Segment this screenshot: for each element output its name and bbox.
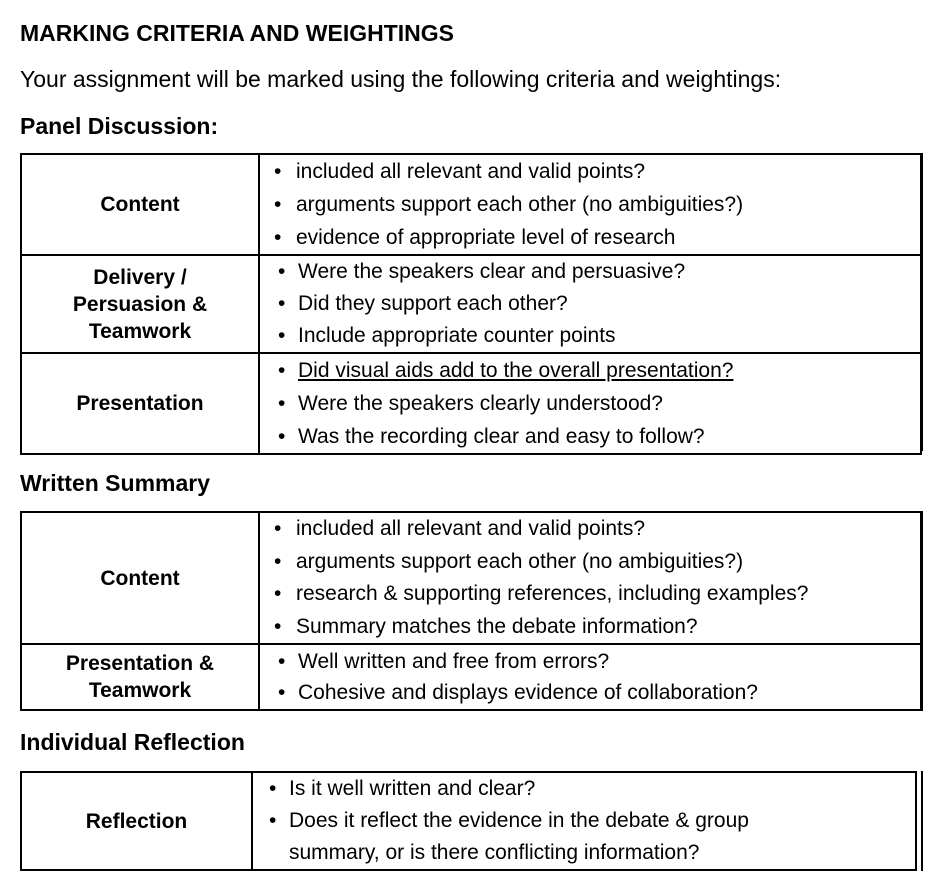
- criterion-label: Content: [20, 511, 260, 645]
- section-title-written-summary: Written Summary: [20, 470, 211, 496]
- table-row: Delivery / Persuasion & Teamwork •Were t…: [20, 254, 922, 354]
- list-item: •Cohesive and displays evidence of colla…: [278, 681, 758, 704]
- list-item: •Well written and free from errors?: [278, 650, 610, 673]
- individual-reflection-table: Reflection •Is it well written and clear…: [20, 771, 917, 871]
- list-item: •Does it reflect the evidence in the deb…: [269, 809, 749, 832]
- list-item: •Did they support each other?: [278, 292, 568, 315]
- list-item: •Include appropriate counter points: [278, 324, 616, 347]
- section-title-panel-discussion: Panel Discussion:: [20, 113, 219, 139]
- list-item: •arguments support each other (no ambigu…: [274, 193, 744, 216]
- list-item: summary, or is there conflicting informa…: [289, 841, 700, 864]
- border-stub: [921, 511, 923, 711]
- criterion-items: •Did visual aids add to the overall pres…: [258, 352, 922, 455]
- list-item: •Did visual aids add to the overall pres…: [278, 359, 734, 382]
- criterion-items: •Is it well written and clear? •Does it …: [251, 771, 917, 871]
- list-item: •Were the speakers clearly understood?: [278, 392, 663, 415]
- table-row: Presentation •Did visual aids add to the…: [20, 352, 922, 455]
- table-row: Content •included all relevant and valid…: [20, 153, 922, 256]
- list-item: •research & supporting references, inclu…: [274, 582, 809, 605]
- list-item: •Is it well written and clear?: [269, 777, 536, 800]
- list-item: •included all relevant and valid points?: [274, 517, 646, 540]
- list-item: •Was the recording clear and easy to fol…: [278, 425, 705, 448]
- criterion-items: •Well written and free from errors? •Coh…: [258, 643, 922, 711]
- page-heading: MARKING CRITERIA AND WEIGHTINGS: [20, 20, 455, 46]
- criterion-items: •included all relevant and valid points?…: [258, 511, 922, 645]
- border-stub: [921, 771, 923, 871]
- criterion-items: •included all relevant and valid points?…: [258, 153, 922, 256]
- list-item: •Summary matches the debate information?: [274, 614, 698, 638]
- table-row: Reflection •Is it well written and clear…: [20, 771, 917, 871]
- border-stub: [921, 153, 923, 451]
- list-item: •evidence of appropriate level of resear…: [274, 226, 676, 249]
- intro-text: Your assignment will be marked using the…: [20, 66, 782, 92]
- table-row: Presentation & Teamwork •Well written an…: [20, 643, 922, 711]
- panel-discussion-table: Content •included all relevant and valid…: [20, 153, 922, 455]
- table-row: Content •included all relevant and valid…: [20, 511, 922, 645]
- list-item: •arguments support each other (no ambigu…: [274, 549, 744, 573]
- criterion-label: Delivery / Persuasion & Teamwork: [20, 254, 260, 354]
- list-item: •Were the speakers clear and persuasive?: [278, 260, 686, 283]
- criterion-label: Reflection: [20, 771, 253, 871]
- section-title-individual-reflection: Individual Reflection: [20, 729, 245, 755]
- list-item: •included all relevant and valid points?: [274, 160, 646, 183]
- criterion-label: Presentation & Teamwork: [20, 643, 260, 711]
- criterion-label: Content: [20, 153, 260, 256]
- criterion-items: •Were the speakers clear and persuasive?…: [258, 254, 922, 354]
- written-summary-table: Content •included all relevant and valid…: [20, 511, 922, 711]
- criterion-label: Presentation: [20, 352, 260, 455]
